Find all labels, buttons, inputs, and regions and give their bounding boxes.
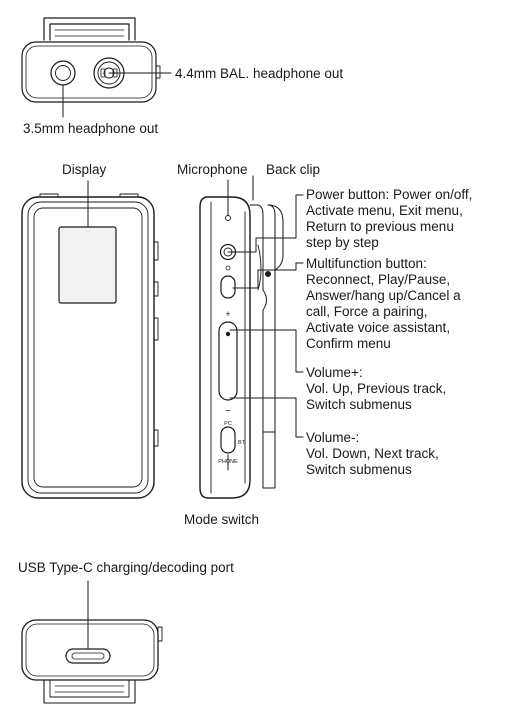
label-usb-port: USB Type-C charging/decoding port: [18, 560, 234, 575]
label-display: Display: [62, 162, 107, 177]
volume-rocker: [218, 321, 238, 401]
back-clip: [249, 204, 276, 433]
mode-pc-mark: PC: [224, 421, 232, 427]
top-clip: [43, 17, 136, 41]
mode-switch: [220, 426, 236, 454]
label-volume-down: Volume-: Vol. Down, Next track, Switch s…: [306, 430, 439, 477]
leader-volume-down: [229, 397, 304, 438]
label-power-button: Power button: Power on/off, Activate men…: [306, 187, 473, 250]
mode-phone-mark: PHONE: [218, 459, 238, 465]
label-mode-switch: Mode switch: [184, 512, 260, 527]
multifunction-button: [220, 275, 236, 299]
label-multifunction-button: Multifunction button: Reconnect, Play/Pa…: [306, 256, 461, 351]
display-screen: [58, 226, 117, 304]
leader-multifunction: [232, 262, 304, 289]
label-microphone: Microphone: [177, 162, 248, 177]
label-headphone-out: 3.5mm headphone out: [23, 121, 159, 136]
bottom-body: [21, 619, 159, 681]
leader-volume-up: [229, 329, 304, 373]
bottom-view: [21, 580, 163, 704]
top-view: [21, 17, 172, 118]
headphone-jack-35: [50, 60, 76, 86]
mode-bt-mark: BT: [238, 440, 246, 446]
label-balanced-out: 4.4mm BAL. headphone out: [175, 66, 344, 81]
leader-power: [227, 194, 304, 253]
volume-plus-mark: +: [225, 309, 230, 319]
label-volume-up: Volume+: Vol. Up, Previous track, Switch…: [306, 365, 447, 412]
volume-minus-mark: −: [225, 406, 231, 417]
side-view: [199, 175, 304, 499]
side-body: [199, 196, 251, 499]
front-body: [21, 196, 155, 499]
top-body: [21, 41, 157, 103]
front-view: [21, 180, 159, 499]
usb-c-port: [65, 648, 111, 664]
microphone-hole: [225, 215, 231, 221]
label-back-clip: Back clip: [266, 162, 321, 177]
bottom-clip: [43, 679, 136, 704]
